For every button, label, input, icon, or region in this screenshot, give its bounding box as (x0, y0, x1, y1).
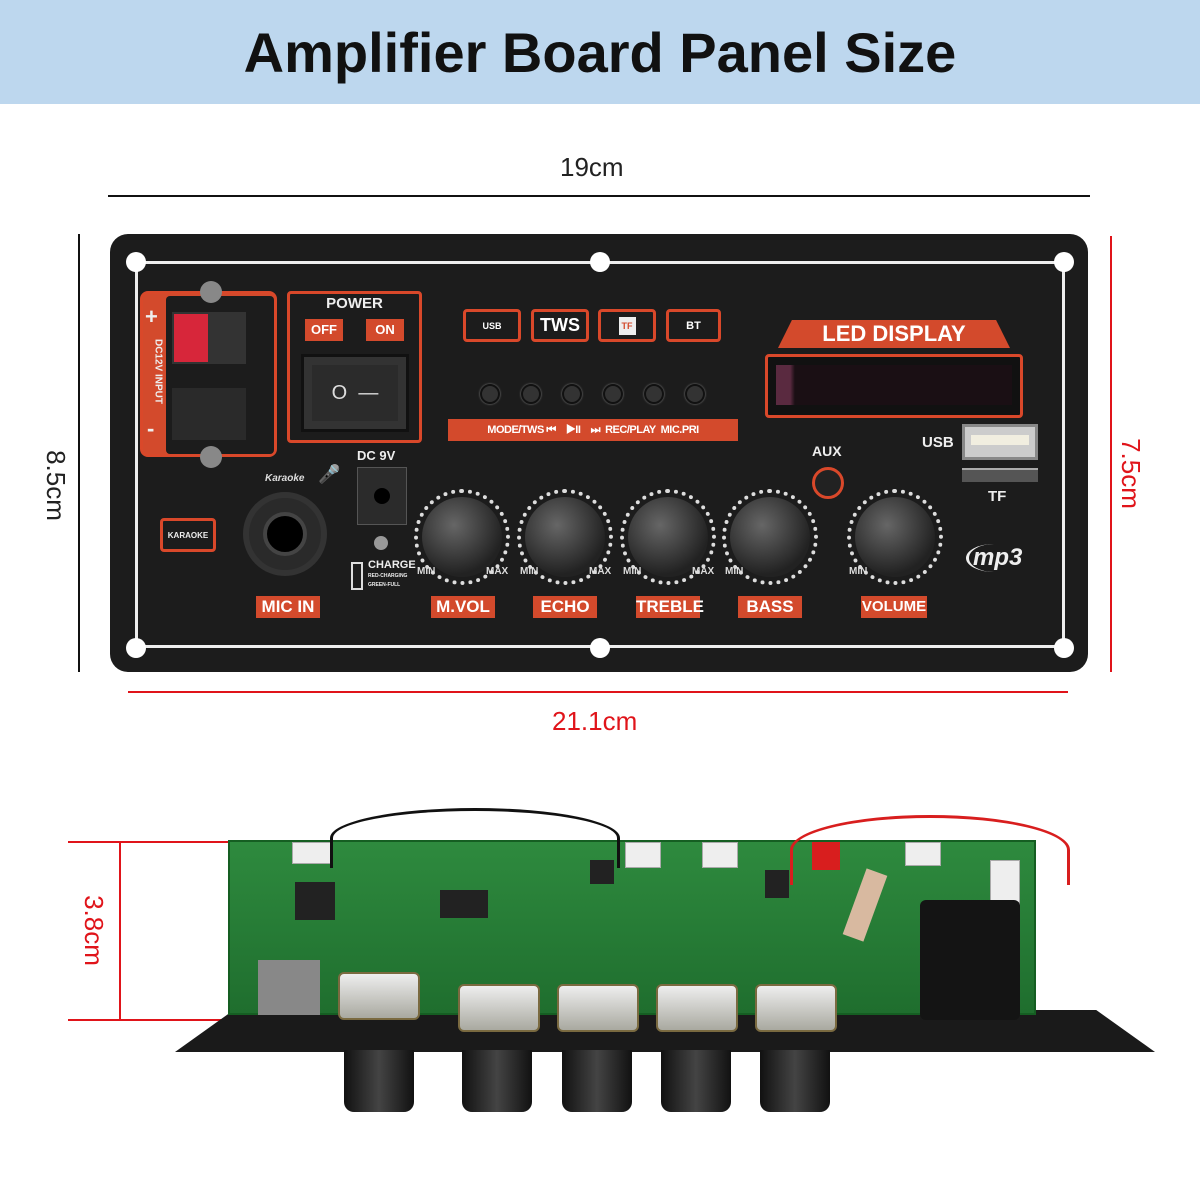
tf-slot[interactable] (962, 468, 1038, 482)
screw-hole (126, 638, 146, 658)
charge-green-label: GREEN-FULL (368, 582, 401, 588)
potentiometer (656, 984, 738, 1032)
knob-side (344, 1050, 414, 1112)
echo-label: ECHO (533, 596, 597, 618)
max-label: MAX (692, 566, 715, 577)
speaker-terminal-minus[interactable] (172, 388, 246, 440)
bluetooth-mode-icon: BT (666, 309, 721, 342)
echo-knob[interactable] (525, 497, 605, 577)
height-inner-label: 7.5cm (1115, 438, 1146, 509)
bass-label: BASS (738, 596, 802, 618)
tws-mode-icon: TWS (531, 309, 589, 342)
usb-label: USB (922, 434, 954, 451)
depth-line-top (68, 841, 233, 843)
on-label: ON (366, 319, 404, 341)
mic-priority-button[interactable] (685, 384, 705, 404)
min-label: MIN (849, 566, 868, 577)
potentiometer (458, 984, 540, 1032)
mic-volume-label: M.VOL (431, 596, 495, 618)
width-inner-label: 19cm (560, 152, 624, 182)
screw-hole (126, 252, 146, 272)
page-title: Amplifier Board Panel Size (243, 20, 957, 84)
depth-line (119, 841, 121, 1021)
bass-knob[interactable] (730, 497, 810, 577)
mode-tws-button[interactable] (480, 384, 500, 404)
screw-hole (590, 252, 610, 272)
karaoke-label: Karaoke (265, 473, 305, 484)
mp3-logo: mp3 (966, 544, 1022, 572)
height-inner-line (1110, 236, 1112, 672)
speaker-terminal-plus[interactable] (172, 312, 246, 364)
tf-card-icon: TF (598, 309, 656, 342)
minus-sign: - (147, 416, 155, 441)
mic-volume-knob[interactable] (422, 497, 502, 577)
tf-label: TF (988, 488, 1007, 505)
potentiometer (557, 984, 639, 1032)
dc9v-jack[interactable] (357, 467, 407, 525)
rec-play-button[interactable] (644, 384, 664, 404)
min-label: MIN (623, 566, 642, 577)
knob-side (661, 1050, 731, 1112)
off-label: OFF (305, 319, 343, 341)
battery-icon (351, 562, 363, 590)
led-display-label: LED DISPLAY (778, 320, 1010, 348)
karaoke-badge: KARAOKE (160, 518, 216, 552)
screw-icon (200, 446, 222, 468)
height-outer-label: 8.5cm (40, 450, 71, 521)
charge-led (374, 536, 388, 550)
mic-in-label: MIC IN (256, 596, 320, 618)
mic-jack-side (920, 900, 1020, 1020)
potentiometer (755, 984, 837, 1032)
min-label: MIN (417, 566, 436, 577)
width-outer-label: 21.1cm (552, 706, 638, 736)
depth-line-bottom (68, 1019, 233, 1021)
microphone-icon: 🎤 (318, 464, 341, 484)
red-wire (790, 815, 1070, 885)
dc9v-label: DC 9V (357, 448, 396, 463)
knob-side (562, 1050, 632, 1112)
power-label: POWER (326, 295, 383, 312)
knob-side (760, 1050, 830, 1112)
power-switch[interactable]: O — (301, 354, 409, 432)
volume-knob[interactable] (855, 497, 935, 577)
screw-icon (200, 281, 222, 303)
usb-mode-icon: USB (463, 309, 521, 342)
width-outer-line (128, 691, 1068, 693)
max-label: MAX (486, 566, 509, 577)
height-dimension-line (78, 234, 80, 672)
screw-hole (590, 638, 610, 658)
charge-red-label: RED-CHARGING (368, 573, 408, 579)
volume-label: VOLUME (861, 596, 927, 618)
min-label: MIN (520, 566, 539, 577)
width-dimension-line (108, 195, 1090, 197)
screw-hole (1054, 638, 1074, 658)
treble-label: TREBLE (636, 596, 704, 618)
min-label: MIN (725, 566, 744, 577)
led-display (765, 354, 1023, 418)
knob-side (462, 1050, 532, 1112)
power-block (287, 291, 422, 443)
treble-knob[interactable] (628, 497, 708, 577)
play-pause-button[interactable] (562, 384, 582, 404)
next-button[interactable] (603, 384, 623, 404)
previous-button[interactable] (521, 384, 541, 404)
depth-label: 3.8cm (78, 895, 109, 966)
usb-port[interactable] (962, 424, 1038, 460)
aux-jack[interactable] (812, 467, 844, 499)
charge-label: CHARGE (368, 559, 416, 571)
controls-strip-label: MODE/TWS ⏮ ▶II ⏭ REC/PLAY MIC.PRI (448, 419, 738, 441)
potentiometer (338, 972, 420, 1020)
tf-icon-label: TF (618, 316, 636, 335)
aux-label: AUX (812, 443, 842, 459)
plus-sign: + (145, 304, 158, 329)
screw-hole (1054, 252, 1074, 272)
dc-input-label: DC12V INPUT (152, 338, 164, 404)
title-bar: Amplifier Board Panel Size (0, 0, 1200, 104)
max-label: MAX (589, 566, 612, 577)
mic-in-jack[interactable] (243, 492, 327, 576)
wire (330, 808, 620, 868)
